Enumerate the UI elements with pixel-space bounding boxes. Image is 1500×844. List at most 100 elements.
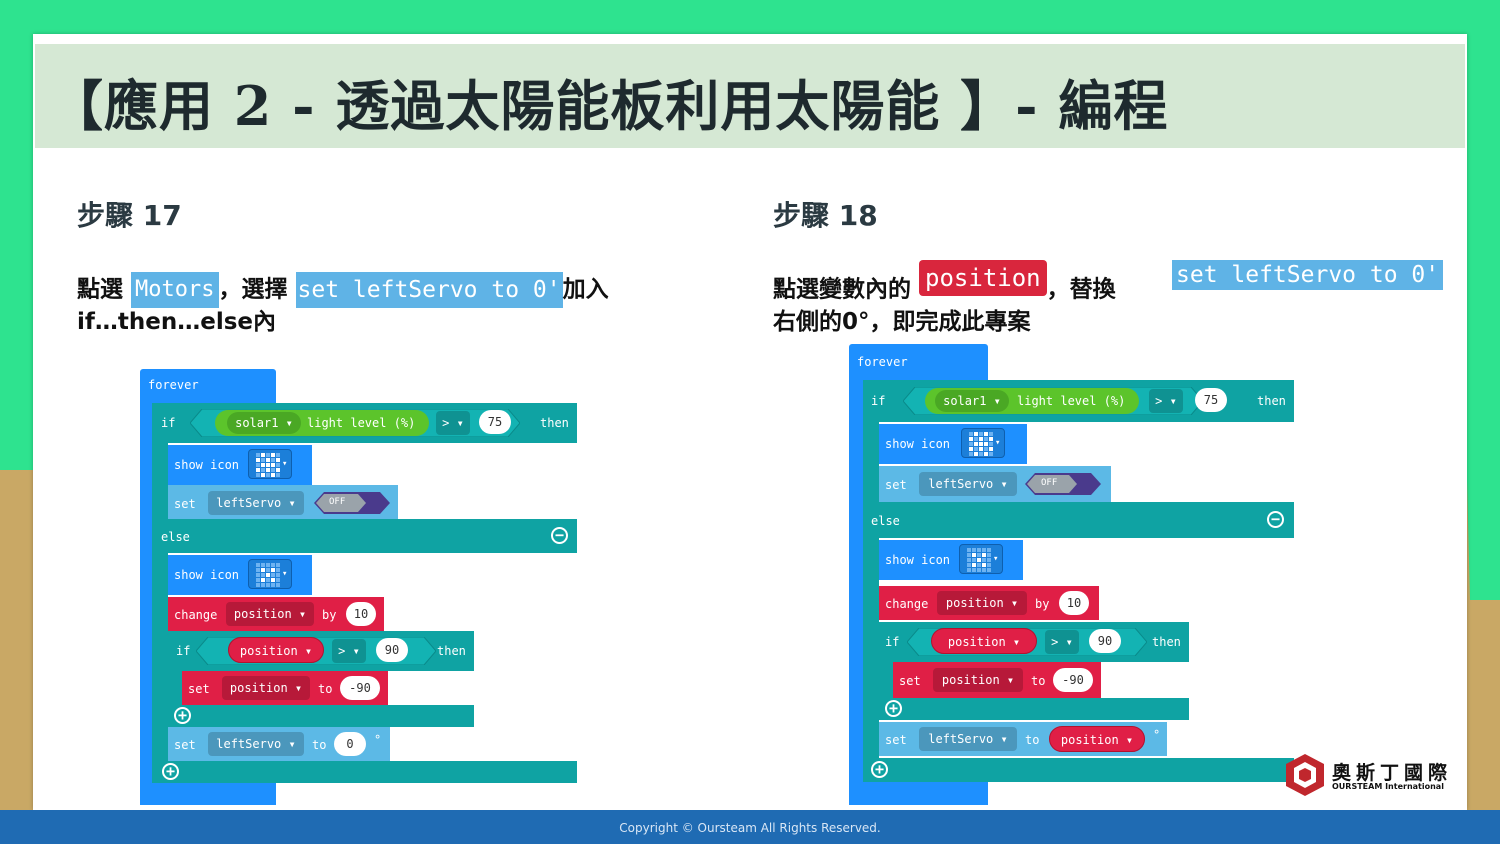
position-dropdown[interactable]: position ▾	[226, 602, 314, 626]
step18-desc-line1: 點選變數內的 position，替換	[773, 260, 1116, 308]
position-chip: position	[919, 260, 1047, 296]
position-reporter-2[interactable]: position ▾	[931, 628, 1037, 654]
if-arm-4	[863, 538, 879, 758]
servo-dropdown[interactable]: leftServo ▾	[208, 491, 304, 515]
else-row-2[interactable]: else −	[863, 502, 1294, 538]
set-servo-block[interactable]: set leftServo ▾ OFF	[168, 485, 398, 521]
cube-logo-icon	[1286, 754, 1324, 796]
show-icon-block-2[interactable]: show icon ▾	[168, 555, 312, 595]
program-step18: forever if solar1 ▾ light level (%) > ▾ …	[849, 344, 1295, 805]
if-bottom-2[interactable]: +	[863, 758, 1294, 782]
step18-text-b: ，替換	[1046, 276, 1116, 303]
servo-dropdown-3[interactable]: leftServo ▾	[919, 472, 1017, 496]
show-icon-label-3: show icon	[885, 437, 951, 451]
set-position-block[interactable]: set position ▾ to -90	[182, 671, 388, 705]
gt-label-4: >	[1051, 635, 1059, 649]
reset-input[interactable]: -90	[340, 676, 380, 700]
minus-icon-2[interactable]: −	[1267, 511, 1284, 528]
inner-if-bottom-2[interactable]: +	[879, 698, 1189, 720]
light-level-reporter-2[interactable]: solar1 ▾ light level (%)	[925, 388, 1139, 414]
minus-icon[interactable]: −	[551, 527, 568, 544]
light-level-reporter[interactable]: solar1 ▾ light level (%)	[215, 410, 429, 436]
threshold-input-2[interactable]: 75	[1195, 388, 1227, 412]
inner-if-bottom[interactable]: +	[168, 705, 474, 727]
set-servo-chip-2: set leftServo to 0'	[1172, 260, 1444, 290]
by-label: by	[322, 608, 337, 622]
show-icon-block-4[interactable]: show icon ▾	[879, 540, 1023, 580]
led-icon-3	[969, 432, 993, 456]
forever-block-2[interactable]: forever	[849, 344, 988, 380]
compare-operator[interactable]: > ▾	[436, 411, 470, 435]
set-servo-position-block[interactable]: set leftServo ▾ to position ▾ °	[879, 722, 1167, 756]
show-icon-block[interactable]: show icon ▾	[168, 445, 312, 485]
icon-picker-2[interactable]: ▾	[248, 559, 292, 589]
set-position-block-2[interactable]: set position ▾ to -90	[893, 662, 1101, 698]
show-icon-block-3[interactable]: show icon ▾	[879, 424, 1027, 464]
step-input[interactable]: 10	[346, 602, 376, 626]
gt-label-2: >	[338, 644, 346, 658]
threshold-input[interactable]: 75	[479, 410, 511, 434]
if-arm-3	[863, 422, 879, 504]
step17-desc-line2: if…then…else內	[77, 309, 277, 335]
forever-block[interactable]: forever	[140, 369, 276, 403]
servo-label-4: leftServo	[928, 732, 994, 746]
inner-if-block[interactable]: if position ▾ > ▾ 90 then	[168, 631, 474, 671]
position-reporter[interactable]: position ▾	[228, 637, 324, 663]
position-dropdown-4[interactable]: position ▾	[933, 668, 1023, 692]
off-label: OFF	[329, 497, 346, 507]
servo-label: leftServo	[216, 496, 282, 510]
forever-side	[140, 399, 154, 805]
plus-icon-3[interactable]: +	[885, 700, 902, 717]
if-block-2[interactable]: if solar1 ▾ light level (%) > ▾ 75 then	[863, 380, 1294, 422]
plus-icon-4[interactable]: +	[871, 761, 888, 778]
position-dropdown-2[interactable]: position ▾	[222, 676, 310, 700]
position-reporter-3[interactable]: position ▾	[1049, 726, 1145, 752]
position-label-4: position	[945, 596, 1004, 610]
inner-if-block-2[interactable]: if position ▾ > ▾ 90 then	[879, 622, 1189, 662]
degree-label: °	[374, 733, 382, 747]
icon-picker[interactable]: ▾	[248, 449, 292, 479]
motors-chip: Motors	[131, 272, 219, 308]
compare-operator-3[interactable]: > ▾	[1149, 389, 1183, 413]
plus-icon[interactable]: +	[174, 707, 191, 724]
reset-input-2[interactable]: -90	[1053, 668, 1093, 692]
else-row[interactable]: else −	[152, 519, 577, 553]
if-block[interactable]: if solar1 ▾ light level (%) > ▾ 75 then	[152, 403, 577, 443]
change-position-block[interactable]: change position ▾ by 10	[168, 597, 384, 631]
position-label-3: position	[229, 681, 288, 695]
position-dropdown-3[interactable]: position ▾	[937, 591, 1027, 615]
set-label-4: set	[885, 478, 907, 492]
change-label-2: change	[885, 597, 929, 611]
set-servo-angle-block[interactable]: set leftServo ▾ to 0 °	[168, 727, 390, 761]
logo-en: OURSTEAM International	[1332, 782, 1444, 791]
limit-input[interactable]: 90	[376, 638, 408, 662]
step17-text-c: 加入	[562, 276, 609, 303]
led-icon-2	[256, 563, 280, 587]
if-bottom[interactable]: +	[152, 761, 577, 783]
icon-picker-3[interactable]: ▾	[961, 428, 1005, 458]
step-input-2[interactable]: 10	[1059, 591, 1089, 615]
step17-desc-line1: 點選 Motors，選擇 set leftServo to 0'加入	[77, 272, 609, 308]
plus-icon-2[interactable]: +	[162, 763, 179, 780]
show-icon-label-2: show icon	[174, 568, 240, 582]
solar-dropdown-2[interactable]: solar1 ▾	[935, 390, 1009, 412]
off-toggle[interactable]	[314, 492, 390, 514]
servo-dropdown-2[interactable]: leftServo ▾	[208, 732, 304, 756]
servo-dropdown-4[interactable]: leftServo ▾	[919, 727, 1017, 751]
angle-input[interactable]: 0	[334, 732, 366, 756]
if-arm-2	[152, 553, 168, 763]
solar-label-2: solar1	[943, 394, 987, 408]
limit-input-2[interactable]: 90	[1089, 629, 1121, 653]
set-label-3: set	[174, 738, 196, 752]
servo-label-3: leftServo	[928, 477, 994, 491]
caret-icon-3: ▾	[995, 438, 1001, 448]
show-icon-label: show icon	[174, 458, 240, 472]
compare-operator-2[interactable]: > ▾	[332, 639, 366, 663]
step17-text-a: 點選	[77, 276, 123, 303]
set-servo-block-2[interactable]: set leftServo ▾ OFF	[879, 466, 1111, 502]
icon-picker-4[interactable]: ▾	[959, 544, 1003, 574]
change-position-block-2[interactable]: change position ▾ by 10	[879, 586, 1099, 620]
compare-operator-4[interactable]: > ▾	[1045, 630, 1079, 654]
off-toggle-2[interactable]	[1025, 473, 1101, 495]
solar-dropdown[interactable]: solar1 ▾	[227, 412, 301, 434]
